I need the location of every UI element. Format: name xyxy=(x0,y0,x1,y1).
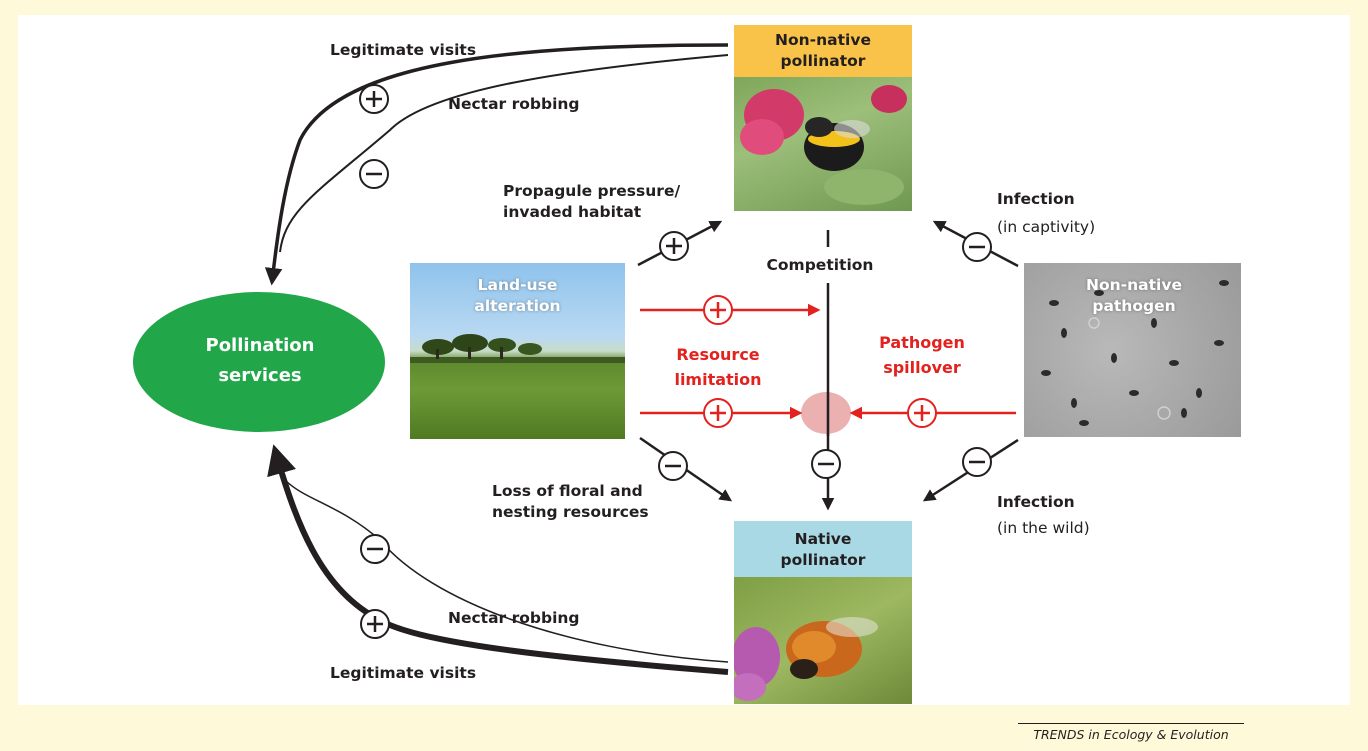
loss-resources-arrow xyxy=(639,436,733,502)
bumblebee-image xyxy=(740,85,907,205)
legit-visits-bottom-label: Legitimate visits xyxy=(330,664,477,682)
nectar-robbing-top-label: Nectar robbing xyxy=(448,95,580,113)
non-native-pollinator-card: Non-native pollinator xyxy=(734,25,912,211)
nectar-robbing-top-path xyxy=(279,54,729,253)
pathogen-label: Non-native pathogen xyxy=(1086,276,1182,315)
propagule-label: Propagule pressure/ invaded habitat xyxy=(503,182,681,221)
native-pollinator-photo xyxy=(734,577,912,704)
pathogen-photo: Non-native pathogen xyxy=(1024,263,1241,437)
propagule-arrow xyxy=(637,220,723,267)
nectar-robbing-bottom-label: Nectar robbing xyxy=(448,609,580,627)
infection-wild-note: (in the wild) xyxy=(997,519,1090,537)
non-native-pollinator-header xyxy=(734,25,912,77)
legit-visits-top-path xyxy=(264,43,729,286)
infection-captivity-title: Infection xyxy=(997,190,1075,208)
competition-label: Competition xyxy=(766,256,874,274)
infection-captivity-note: (in captivity) xyxy=(997,218,1096,236)
non-native-pollinator-label: Non-native pollinator xyxy=(775,31,871,70)
tree-line xyxy=(410,334,625,363)
infection-wild-title: Infection xyxy=(997,493,1075,511)
interaction-highlight xyxy=(801,392,851,434)
infection-wild-arrow xyxy=(922,438,1019,502)
pollination-services-label: Pollination services xyxy=(205,335,315,386)
native-pollinator-label: Native pollinator xyxy=(780,530,866,569)
legit-visits-top-label: Legitimate visits xyxy=(330,41,477,59)
journal-footer: TRENDS in Ecology & Evolution xyxy=(1018,723,1244,742)
pollination-services-node xyxy=(133,292,385,432)
land-use-label: Land-use alteration xyxy=(474,276,561,315)
land-use-photo: Land-use alteration xyxy=(410,263,625,439)
pathogen-spillover-label: Pathogen spillover xyxy=(879,333,965,377)
resource-limitation-label: Resource limitation xyxy=(674,345,762,389)
native-pollinator-card: Native pollinator xyxy=(734,521,912,704)
non-native-pollinator-photo xyxy=(734,77,912,211)
native-pollinator-header xyxy=(734,521,912,577)
pathogen-cells xyxy=(1041,280,1229,426)
loss-resources-label: Loss of floral and nesting resources xyxy=(492,482,649,521)
nectar-robbing-bottom-path xyxy=(284,479,729,663)
competition-box xyxy=(746,247,911,283)
carder-bee-image xyxy=(734,617,878,701)
